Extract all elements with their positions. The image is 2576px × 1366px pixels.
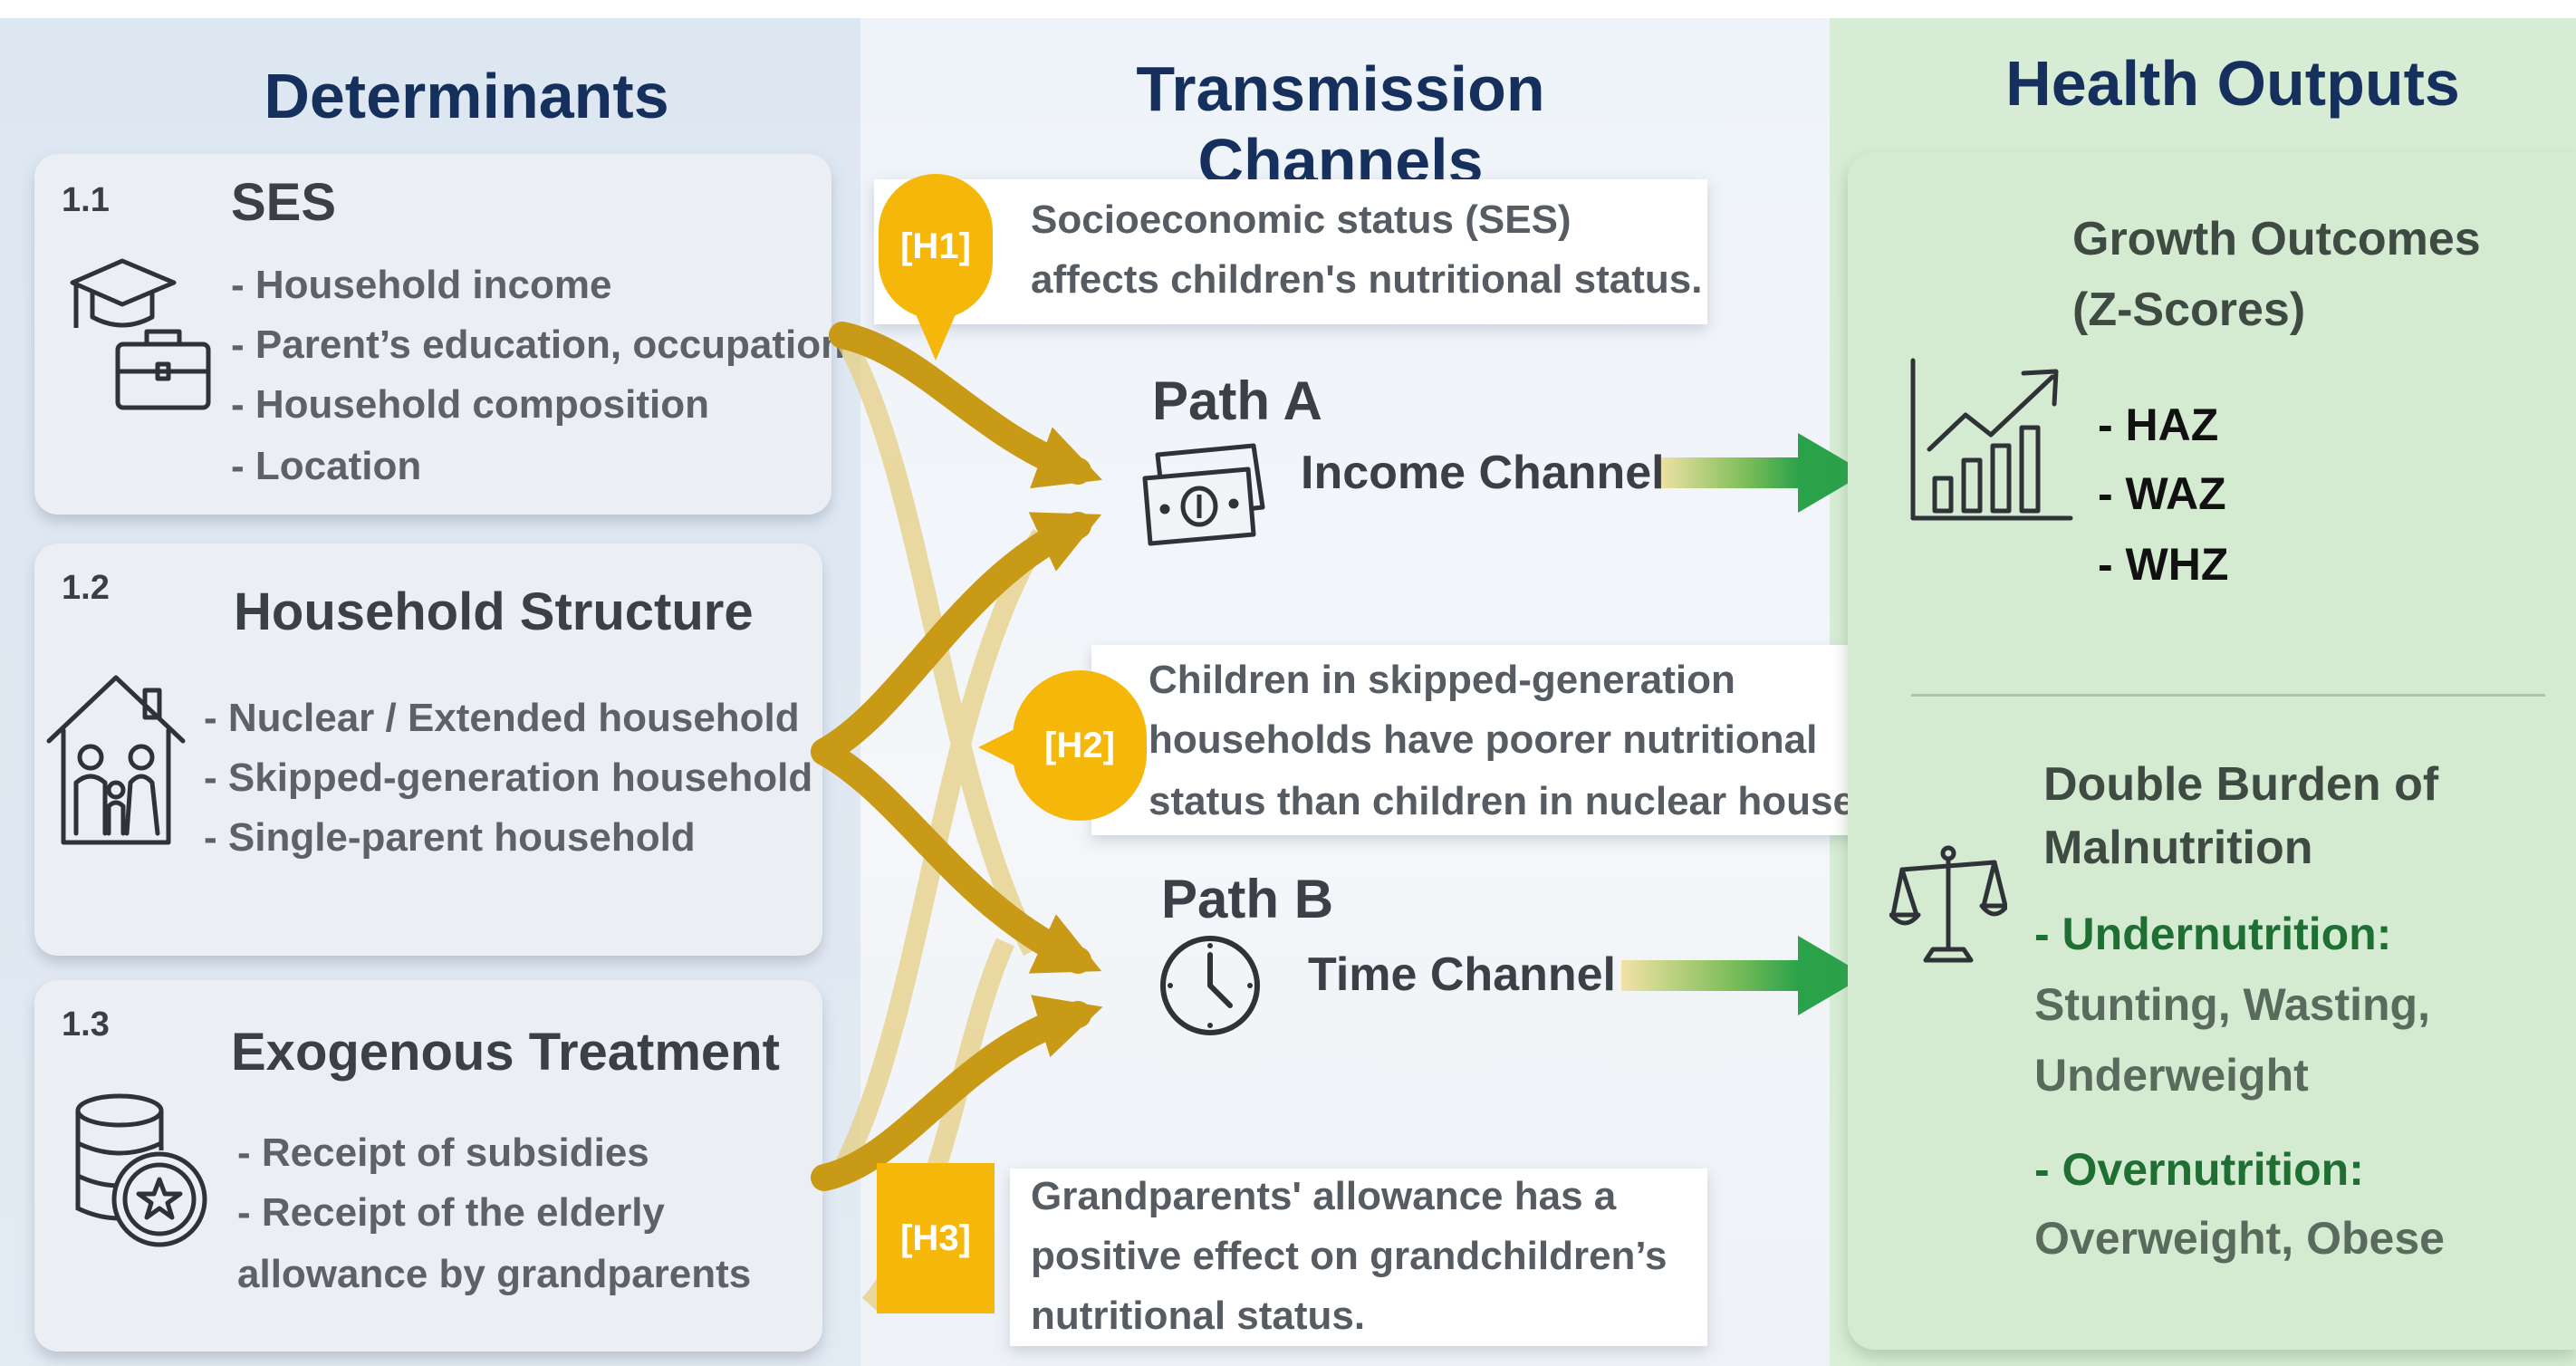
coins-star-icon [75,1093,207,1247]
h3-pin: [H3] [877,1163,995,1313]
health-heading: Health Outputs [2005,48,2460,119]
double-burden-title: Double Burden of [2043,758,2439,811]
household-structure-number: 1.2 [62,569,110,607]
bar-chart-trend-icon [1910,358,2073,521]
house-family-icon [46,675,186,845]
growth-item: - WAZ [2098,468,2226,519]
growth-outcomes-title: Growth Outcomes [2072,213,2481,265]
time-channel-label: Time Channel [1308,948,1617,1001]
h1-bubble [874,179,1707,324]
ses-item: - Household income [231,263,612,307]
h3-bubble [1010,1169,1707,1346]
household-to-path-a-arrow [811,512,1102,765]
top-strip [0,0,2576,18]
exogenous-to-path-b-arrow [811,995,1103,1191]
h2-pin-tail [978,725,1024,770]
income-channel-label: Income Channel [1301,447,1665,499]
ses-item: - Location [231,444,422,488]
growth-item: - WHZ [2098,539,2229,590]
h1-text-line: Socioeconomic status (SES) [1031,197,1572,242]
undernutrition-label: - Undernutrition: [2034,909,2392,959]
h3-text-line: Grandparents' allowance has a [1031,1174,1617,1218]
growth-item: - HAZ [2098,399,2219,450]
income-arrow-head [1798,433,1866,513]
undernutrition-line: Stunting, Wasting, [2034,979,2430,1030]
ses-item: - Household composition [231,382,709,427]
overnutrition-label: - Overnutrition: [2034,1144,2364,1195]
path-a-label: Path A [1152,370,1322,431]
double-burden-subtitle: Malnutrition [2043,822,2313,874]
household-structure-item: - Nuclear / Extended household [204,696,800,740]
exogenous-treatment-item: - Receipt of the elderly [237,1190,665,1235]
time-arrow-shaft [1621,960,1802,991]
time-arrow-head [1798,936,1866,1015]
balance-scale-icon [1889,845,2007,963]
path-b-label: Path B [1161,869,1334,929]
household-structure-item: - Skipped-generation household [204,755,813,800]
outputs-divider [1911,694,2545,697]
household-structure-title: Household Structure [234,582,754,641]
h2-text-line: households have poorer nutritional [1149,717,1818,762]
money-bill-icon [1142,443,1265,546]
h3-text-line: positive effect on grandchildren’s [1031,1234,1668,1278]
ses-title: SES [231,173,337,232]
ses-to-path-a-arrow [829,322,1103,489]
h2-text-line: status than children in nuclear househol… [1149,779,1973,823]
health-outputs-panel [1848,152,2576,1350]
overnutrition-line: Overweight, Obese [2034,1213,2445,1264]
ses-item: - Parent’s education, occupation [231,322,846,367]
h1-pin-tail [913,308,958,361]
ses-card [34,154,831,515]
ses-number: 1.1 [62,181,110,219]
exogenous-treatment-title: Exogenous Treatment [231,1023,780,1082]
clock-icon [1160,936,1260,1035]
determinants-heading: Determinants [264,61,669,131]
graduation-cap-briefcase-icon [70,258,211,410]
exogenous-treatment-item: - Receipt of subsidies [237,1130,649,1175]
exogenous-treatment-item: allowance by grandparents [237,1252,752,1296]
h2-text-line: Children in skipped-generation [1149,658,1735,702]
undernutrition-line: Underweight [2034,1050,2309,1101]
exogenous-treatment-number: 1.3 [62,1005,110,1044]
household-structure-card [34,544,822,956]
income-arrow-shaft [1658,457,1802,488]
h1-text-line: affects children's nutritional status. [1031,257,1703,302]
h2-bubble [1091,645,1898,835]
h3-text-line: nutritional status. [1031,1294,1366,1338]
household-structure-item: - Single-parent household [204,815,696,860]
h1-pin: [H1] [879,174,993,319]
growth-outcomes-subtitle: (Z-Scores) [2072,284,2306,336]
household-to-path-b-arrow [811,738,1102,974]
h2-pin: [H2] [1013,670,1147,821]
